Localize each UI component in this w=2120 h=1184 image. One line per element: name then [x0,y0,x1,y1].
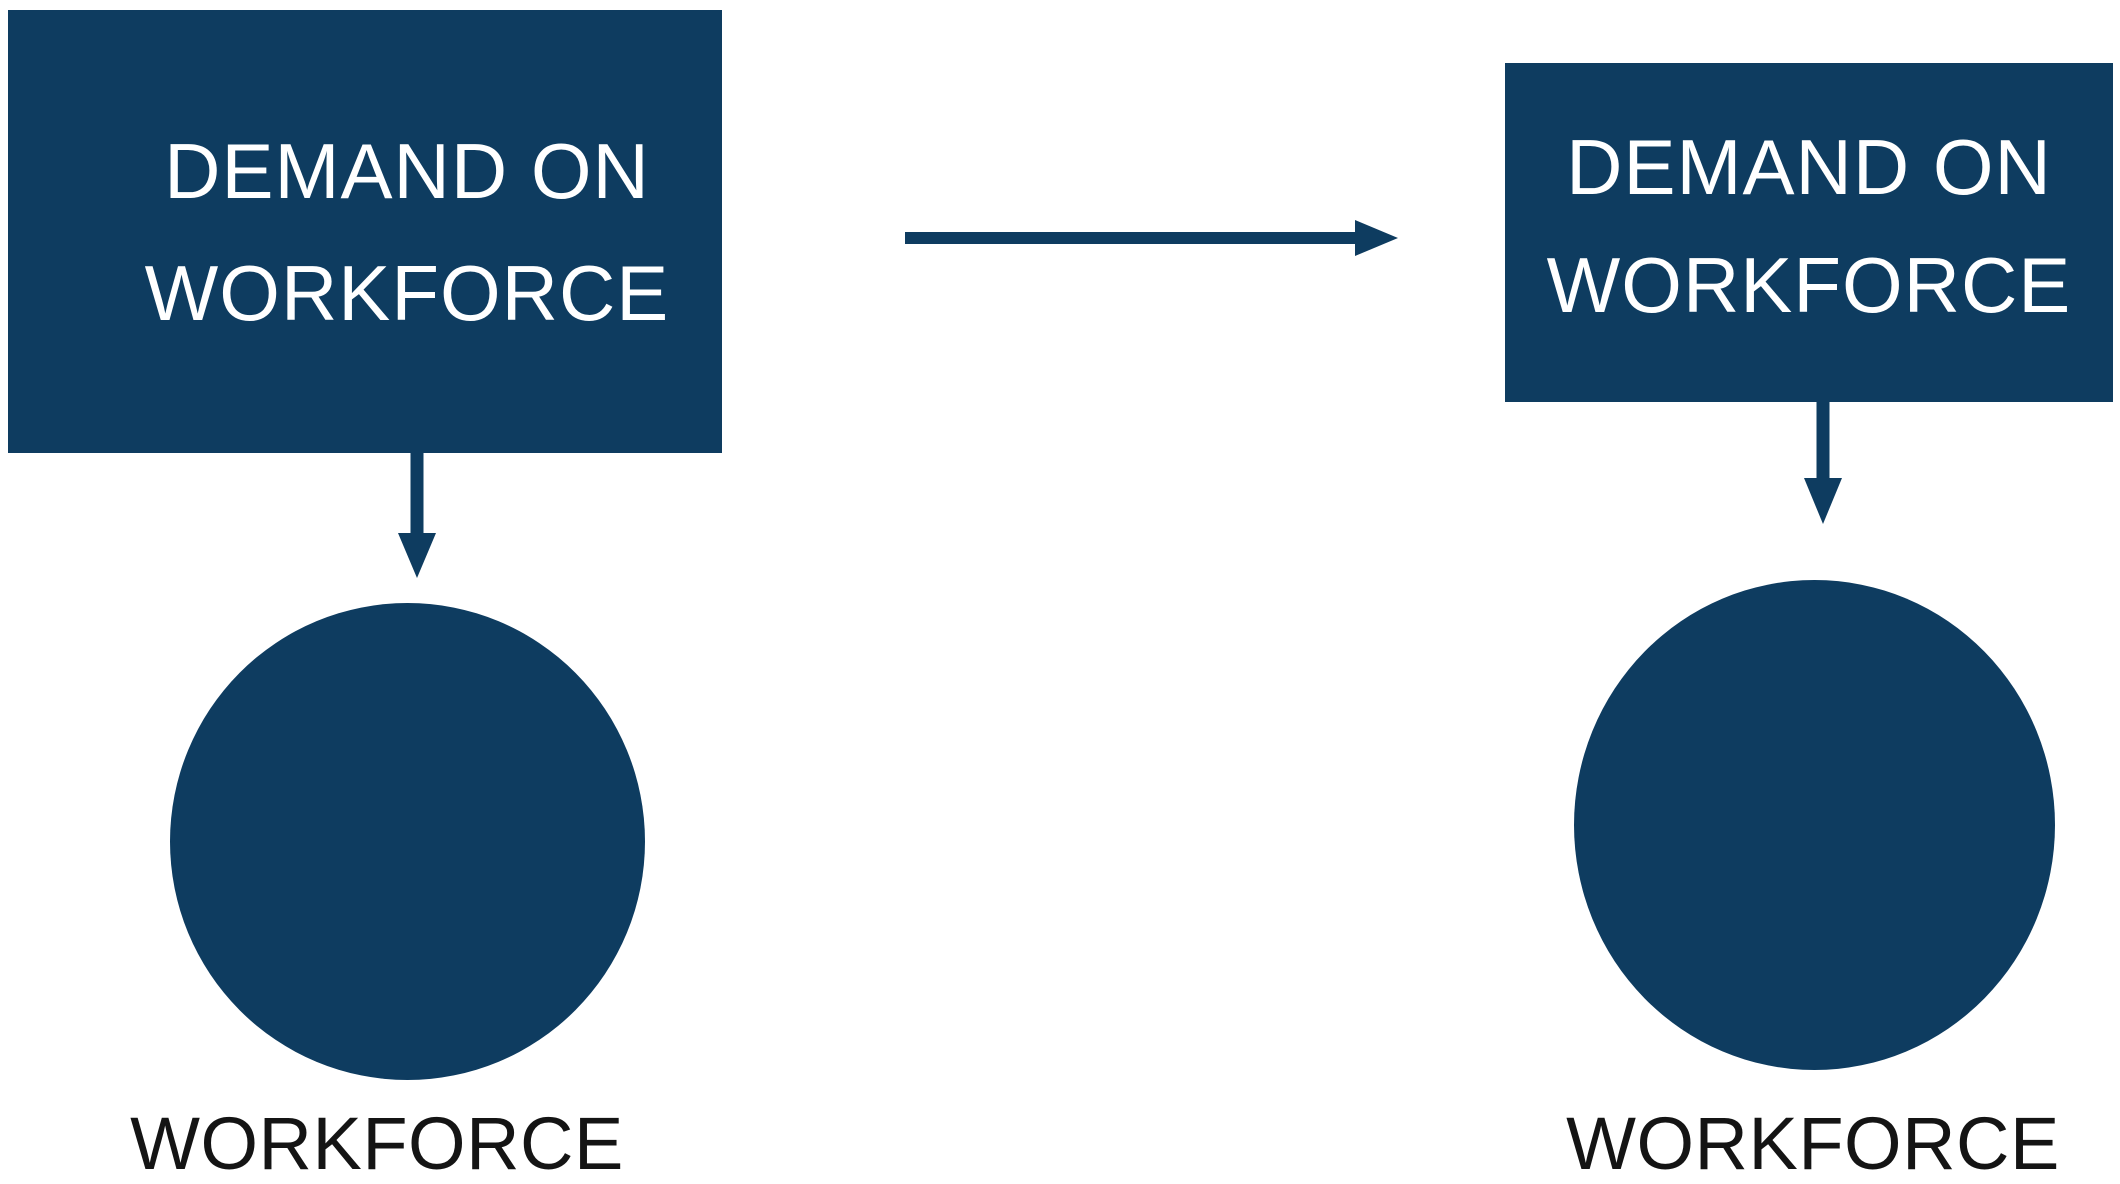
demand-box-after: DEMAND ON WORKFORCE [1505,63,2113,402]
demand-box-before: DEMAND ON WORKFORCE [8,10,722,453]
workforce-circle-after [1574,580,2055,1070]
demand-box-after-line1: DEMAND ON [1566,122,2052,211]
demand-box-before-line2: WORKFORCE [144,248,670,337]
arrow-down-icon [1804,400,1842,524]
arrow-down-icon [398,453,436,578]
arrow-right-icon [905,220,1398,256]
workforce-circle-before [170,603,645,1080]
workforce-label-before: WORKFORCE [130,1102,624,1184]
workforce-label-after: WORKFORCE [1566,1102,2060,1184]
demand-box-before-line1: DEMAND ON [164,126,650,215]
demand-box-after-line2: WORKFORCE [1546,240,2072,329]
